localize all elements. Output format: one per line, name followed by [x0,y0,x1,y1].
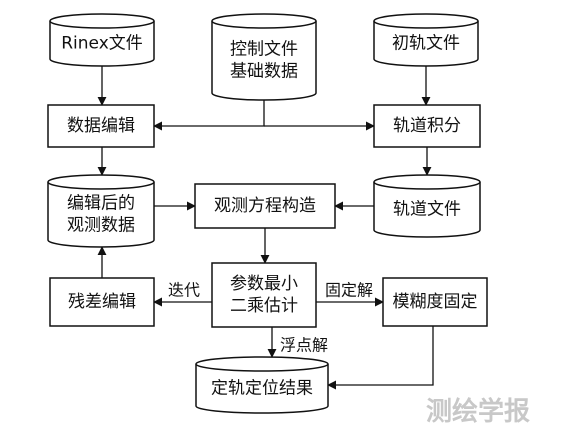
node-label: 观测数据 [67,216,135,236]
node-label: 残差编辑 [68,292,136,312]
process-box [382,277,488,327]
node-label: 控制文件 [230,40,298,60]
process-box [373,104,481,148]
node-label: 数据编辑 [67,116,135,136]
node-init: 初轨文件 [373,13,479,67]
watermark-logo: 测绘学报 [426,396,530,427]
database-top [195,356,329,372]
process-box [49,277,155,327]
database-top [373,13,479,29]
process-box [47,104,155,148]
node-integ: 轨道积分 [373,104,481,148]
edge-label: 迭代 [168,281,200,300]
node-label: 编辑后的 [67,194,135,214]
process-box [194,183,336,229]
node-resid: 残差编辑 [49,277,155,327]
database-shape [47,182,155,248]
node-label: 初轨文件 [392,34,460,54]
edge-label: 浮点解 [280,336,328,355]
database-shape [373,182,481,238]
process-box [211,262,317,328]
node-label: 模糊度固定 [393,292,478,312]
node-obs: 观测方程构造 [194,183,336,229]
edge-label: 固定解 [325,281,373,300]
database-shape [195,364,329,414]
node-label: 定轨定位结果 [211,379,313,399]
node-orbit: 轨道文件 [373,174,481,238]
database-top [47,174,155,190]
node-result: 定轨定位结果 [195,356,329,414]
node-rinex: Rinex文件 [49,13,155,67]
node-label: 轨道积分 [393,116,461,136]
database-top [49,13,155,29]
database-shape [211,21,317,101]
edge-ctrl-edit [153,100,265,131]
node-edit: 数据编辑 [47,104,155,148]
node-label: 观测方程构造 [214,196,316,216]
database-shape [373,21,479,67]
edge-amb-result [327,326,434,390]
node-label: 基础数据 [230,62,298,82]
database-top [211,13,317,29]
database-top [373,174,481,190]
node-label: 轨道文件 [393,200,461,220]
node-label: 二乘估计 [230,296,298,316]
node-label: Rinex文件 [61,34,143,54]
node-amb: 模糊度固定 [382,277,488,327]
edges-layer [97,66,434,390]
database-shape [49,21,155,67]
node-label: 参数最小 [230,274,298,294]
